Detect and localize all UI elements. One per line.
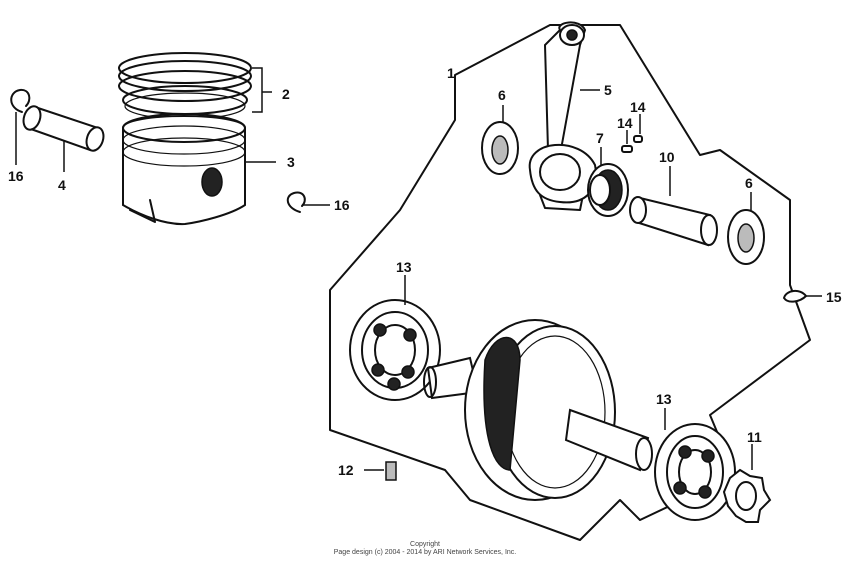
callout-5: 5 (604, 82, 612, 98)
ball-bearing-left (349, 299, 441, 401)
callout-10: 10 (659, 149, 675, 165)
copyright-line-1: Copyright (410, 541, 440, 548)
small-pins (621, 135, 643, 153)
circlip-right (286, 191, 306, 213)
callout-1: 1 (447, 65, 455, 81)
thrust-washer-right (727, 209, 765, 265)
callout-6-right: 6 (745, 175, 753, 191)
needle-bearing (587, 163, 629, 217)
callout-12: 12 (338, 462, 354, 478)
callout-2: 2 (282, 86, 290, 102)
leader-2 (252, 67, 272, 113)
callout-16-right: 16 (334, 197, 350, 213)
timing-sprocket (722, 468, 772, 523)
callout-13-left: 13 (396, 259, 412, 275)
woodruff-key (385, 461, 397, 481)
callout-6-upper: 6 (498, 87, 506, 103)
connecting-rod (528, 21, 597, 211)
thrust-washer-upper (481, 121, 519, 175)
callout-16-left: 16 (8, 168, 24, 184)
copyright-line-2: Page design (c) 2004 - 2014 by ARI Netwo… (333, 549, 517, 556)
callout-3: 3 (287, 154, 295, 170)
callout-15: 15 (826, 289, 842, 305)
callout-4: 4 (58, 177, 66, 193)
key-part (782, 290, 808, 303)
callout-7: 7 (596, 130, 604, 146)
circlip-left (10, 88, 31, 113)
crankshaft (423, 319, 653, 501)
crank-pin (629, 196, 718, 247)
piston-pin (22, 105, 105, 152)
copyright-footer: Copyright Page design (c) 2004 - 2014 by… (0, 541, 850, 557)
callout-14-upper: 14 (630, 99, 646, 115)
callout-13-right: 13 (656, 391, 672, 407)
piston (122, 113, 246, 226)
ball-bearing-right (654, 423, 736, 521)
piston-rings (118, 52, 252, 120)
callout-14-lower: 14 (617, 115, 633, 131)
callout-11: 11 (747, 429, 762, 445)
